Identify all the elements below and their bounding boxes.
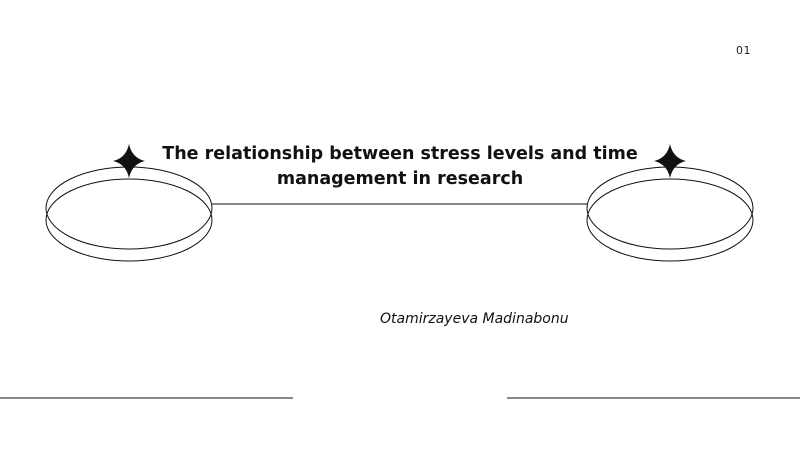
author-name: Otamirzayeva Madinabonu — [380, 311, 569, 327]
right-sparkle-icon — [654, 144, 686, 178]
slide-title: The relationship between stress levels a… — [140, 142, 660, 192]
slide-title-line-2: management in research — [276, 169, 524, 189]
page-number: 01 — [736, 44, 751, 57]
left-sparkle-icon — [113, 144, 145, 178]
slide-title-line-1: The relationship between stress levels a… — [162, 144, 638, 164]
